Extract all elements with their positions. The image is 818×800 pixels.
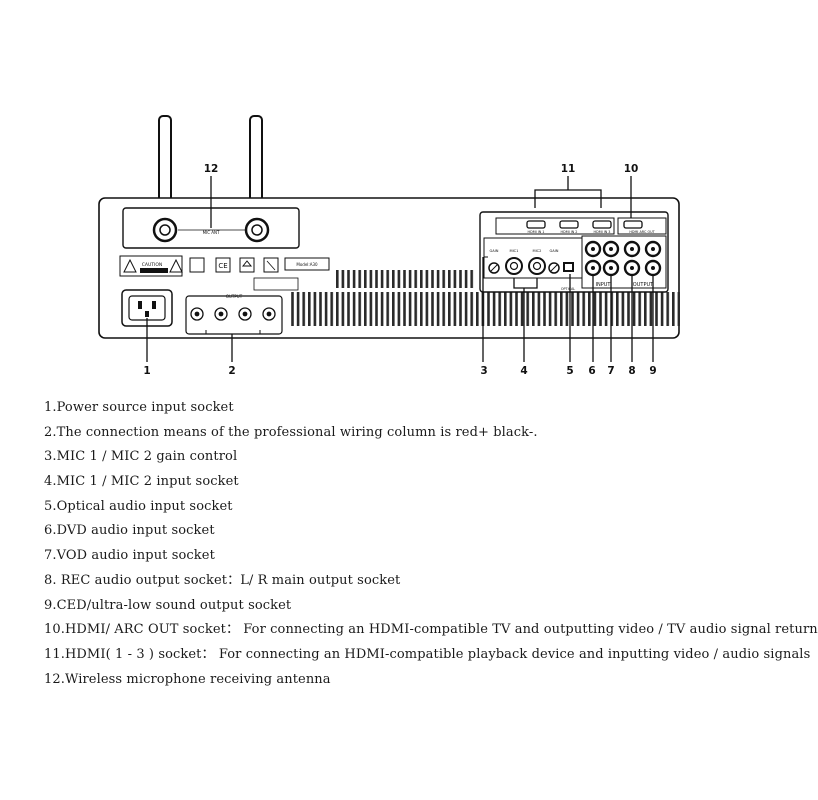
hdmi-in-3-label: HDMI IN 3: [594, 230, 611, 234]
hdmi-ports: HDMI IN 1 HDMI IN 2 HDMI IN 3 HDMI ARC O…: [495, 217, 667, 235]
callout-5: 5: [566, 365, 573, 377]
hdmi-arc-label: HDMI ARC OUT: [629, 230, 655, 234]
legend-item: 10.HDMI/ ARC OUT socket： For connecting …: [44, 622, 818, 638]
gain-2-label: GAIN: [550, 249, 559, 253]
callout-3: 3: [480, 365, 487, 377]
svg-text:CE: CE: [218, 262, 227, 270]
legend-item: 5.Optical audio input socket: [44, 498, 233, 514]
legend-item: 7.VOD audio input socket: [44, 548, 215, 564]
gain-1-label: GAIN: [490, 249, 499, 253]
legend-item: 9.CED/ultra-low sound output socket: [44, 597, 292, 613]
legend-item: 2.The connection means of the profession…: [44, 424, 538, 440]
callout-11: 11: [561, 163, 576, 175]
callout-4: 4: [520, 365, 527, 377]
model-label: Model:A30: [296, 262, 318, 267]
rear-panel-diagram: MIC ANT CAUTION CE Model:A30 OUTPUT: [98, 115, 680, 377]
callout-9: 9: [649, 365, 656, 377]
legend-item: 11.HDMI( 1 - 3 ) socket： For connecting …: [44, 646, 811, 662]
optical-label: OPTICAL: [561, 287, 575, 291]
mic-1-label: MIC1: [510, 249, 519, 253]
callout-6: 6: [588, 365, 595, 377]
speaker-terminals: OUTPUT: [185, 294, 283, 335]
legend-item: 8. REC audio output socket：L/ R main out…: [44, 572, 401, 588]
callout-10: 10: [624, 163, 639, 175]
vent-grille-upper: [336, 270, 476, 288]
legend-item: 1.Power source input socket: [44, 400, 234, 415]
model-plate: [284, 257, 330, 271]
warning-labels: CAUTION CE Model:A30: [119, 255, 330, 291]
hdmi-in-2-label: HDMI IN 2: [561, 230, 578, 234]
antenna-panel-label: MIC ANT: [203, 230, 220, 235]
legend-item: 3.MIC 1 / MIC 2 gain control: [44, 449, 238, 465]
legend-item: 4.MIC 1 / MIC 2 input socket: [44, 474, 239, 490]
legend-item: 6.DVD audio input socket: [44, 523, 215, 539]
speaker-output-label: OUTPUT: [226, 294, 243, 299]
caution-label: CAUTION: [142, 262, 163, 268]
callout-7: 7: [607, 365, 614, 377]
legend-list: 1.Power source input socket 2.The connec…: [44, 396, 818, 692]
leader-lines: [146, 176, 654, 362]
input-label: INPUT: [596, 282, 612, 288]
hdmi-in-1-label: HDMI IN 1: [528, 230, 545, 234]
callout-1: 1: [143, 365, 150, 377]
callout-12: 12: [204, 163, 219, 175]
vent-grille-lower: [290, 292, 680, 326]
callout-2: 2: [228, 365, 235, 377]
mic-2-label: MIC2: [533, 249, 542, 253]
output-right-label: OUTPUT: [633, 282, 654, 288]
callout-8: 8: [628, 365, 635, 377]
legend-item: 12.Wireless microphone receiving antenna: [44, 671, 331, 687]
